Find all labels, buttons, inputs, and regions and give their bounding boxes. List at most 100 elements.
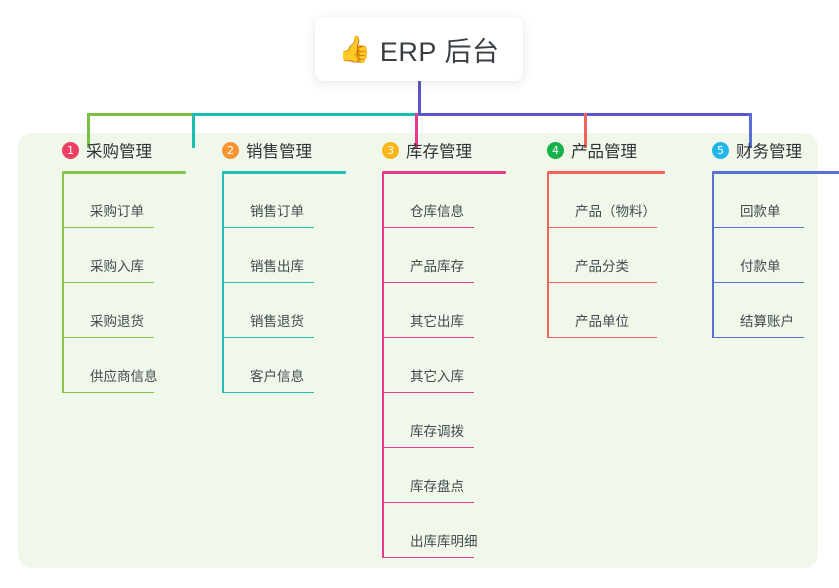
- column-2: 2 销售管理销售订单销售出库销售退货客户信息: [200, 133, 360, 393]
- connector-stub-2: [192, 113, 195, 148]
- list-item-label: 产品分类: [575, 259, 629, 274]
- list-item[interactable]: 其它出库: [382, 283, 520, 338]
- list-item[interactable]: 采购退货: [62, 283, 200, 338]
- column-rule: [62, 171, 186, 174]
- title-drop-line: [417, 81, 421, 114]
- column-header-1[interactable]: 1 采购管理: [40, 133, 200, 167]
- column-spine: [712, 173, 714, 338]
- list-item-rule: [222, 226, 314, 228]
- column-header-2[interactable]: 2 销售管理: [200, 133, 360, 167]
- list-item-label: 其它入库: [410, 369, 464, 384]
- list-item[interactable]: 供应商信息: [62, 338, 200, 393]
- list-item[interactable]: 库存盘点: [382, 448, 520, 503]
- column-title: 销售管理: [246, 143, 312, 161]
- column-items: 回款单付款单结算账户: [712, 173, 839, 338]
- list-item-rule: [712, 281, 804, 283]
- list-item[interactable]: 客户信息: [222, 338, 360, 393]
- list-item-rule: [382, 281, 474, 283]
- page-title-card: 👍 ERP 后台: [315, 17, 523, 81]
- list-item-rule: [382, 336, 474, 338]
- column-badge-icon: 5: [712, 141, 729, 159]
- connector-bar-left: [87, 113, 193, 116]
- list-item[interactable]: 销售退货: [222, 283, 360, 338]
- column-items: 仓库信息产品库存其它出库其它入库库存调拨库存盘点出库库明细: [382, 173, 520, 558]
- list-item-label: 库存盘点: [410, 479, 464, 494]
- list-item-label: 回款单: [740, 204, 781, 219]
- list-item-rule: [62, 226, 154, 228]
- connector-stub-1: [87, 113, 90, 148]
- list-item-label: 采购退货: [90, 314, 144, 329]
- list-item-label: 采购入库: [90, 259, 144, 274]
- connector-stub-5: [749, 113, 752, 148]
- list-item[interactable]: 产品（物料）: [547, 173, 685, 228]
- list-item-label: 客户信息: [250, 369, 304, 384]
- list-item-label: 出库库明细: [410, 534, 478, 549]
- diagram-panel: [18, 133, 818, 568]
- list-item-label: 产品单位: [575, 314, 629, 329]
- list-item-label: 结算账户: [740, 314, 794, 329]
- list-item-rule: [382, 446, 474, 448]
- column-title: 采购管理: [86, 143, 152, 161]
- list-item-label: 其它出库: [410, 314, 464, 329]
- list-item-rule: [222, 336, 314, 338]
- column-title: 库存管理: [406, 143, 472, 161]
- list-item-rule: [62, 336, 154, 338]
- column-badge-icon: 4: [547, 141, 564, 159]
- list-item[interactable]: 销售出库: [222, 228, 360, 283]
- connector-bar-right: [415, 113, 752, 116]
- list-item[interactable]: 回款单: [712, 173, 839, 228]
- column-4: 4 产品管理产品（物料） 产品分类产品单位: [525, 133, 685, 338]
- list-item-rule: [222, 391, 314, 393]
- column-items: 产品（物料） 产品分类产品单位: [547, 173, 685, 338]
- thumbs-up-icon: 👍: [338, 34, 371, 64]
- column-spine: [547, 173, 549, 338]
- list-item-label: 产品库存: [410, 259, 464, 274]
- list-item[interactable]: 产品库存: [382, 228, 520, 283]
- list-item-rule: [382, 501, 474, 503]
- column-items: 销售订单销售出库销售退货客户信息: [222, 173, 360, 393]
- list-item-rule: [382, 226, 474, 228]
- list-item[interactable]: 其它入库: [382, 338, 520, 393]
- column-rule: [382, 171, 506, 174]
- column-rule: [547, 171, 665, 174]
- list-item[interactable]: 出库库明细: [382, 503, 520, 558]
- list-item[interactable]: 结算账户: [712, 283, 839, 338]
- list-item-rule: [547, 336, 657, 338]
- list-item[interactable]: 产品单位: [547, 283, 685, 338]
- column-1: 1 采购管理采购订单采购入库采购退货供应商信息: [40, 133, 200, 393]
- column-rule: [222, 171, 346, 174]
- column-title: 产品管理: [571, 143, 637, 161]
- column-header-4[interactable]: 4 产品管理: [525, 133, 685, 167]
- connector-stub-4: [584, 113, 587, 148]
- column-spine: [62, 173, 64, 393]
- list-item-label: 销售出库: [250, 259, 304, 274]
- list-item-rule: [62, 391, 154, 393]
- page-title: ERP 后台: [379, 36, 500, 67]
- list-item[interactable]: 仓库信息: [382, 173, 520, 228]
- list-item-label: 仓库信息: [410, 204, 464, 219]
- list-item-rule: [382, 391, 474, 393]
- list-item-rule: [382, 556, 474, 558]
- list-item-rule: [712, 336, 804, 338]
- list-item-rule: [62, 281, 154, 283]
- column-spine: [222, 173, 224, 393]
- list-item[interactable]: 库存调拨: [382, 393, 520, 448]
- list-item-rule: [547, 226, 657, 228]
- column-badge-icon: 1: [62, 141, 79, 159]
- list-item-label: 销售订单: [250, 204, 304, 219]
- list-item[interactable]: 采购入库: [62, 228, 200, 283]
- column-spine: [382, 173, 384, 558]
- list-item-label: 产品（物料）: [575, 204, 656, 219]
- list-item[interactable]: 采购订单: [62, 173, 200, 228]
- column-items: 采购订单采购入库采购退货供应商信息: [62, 173, 200, 393]
- list-item-label: 供应商信息: [90, 369, 158, 384]
- list-item[interactable]: 付款单: [712, 228, 839, 283]
- column-badge-icon: 2: [222, 141, 239, 159]
- list-item[interactable]: 产品分类: [547, 228, 685, 283]
- list-item-label: 销售退货: [250, 314, 304, 329]
- list-item[interactable]: 销售订单: [222, 173, 360, 228]
